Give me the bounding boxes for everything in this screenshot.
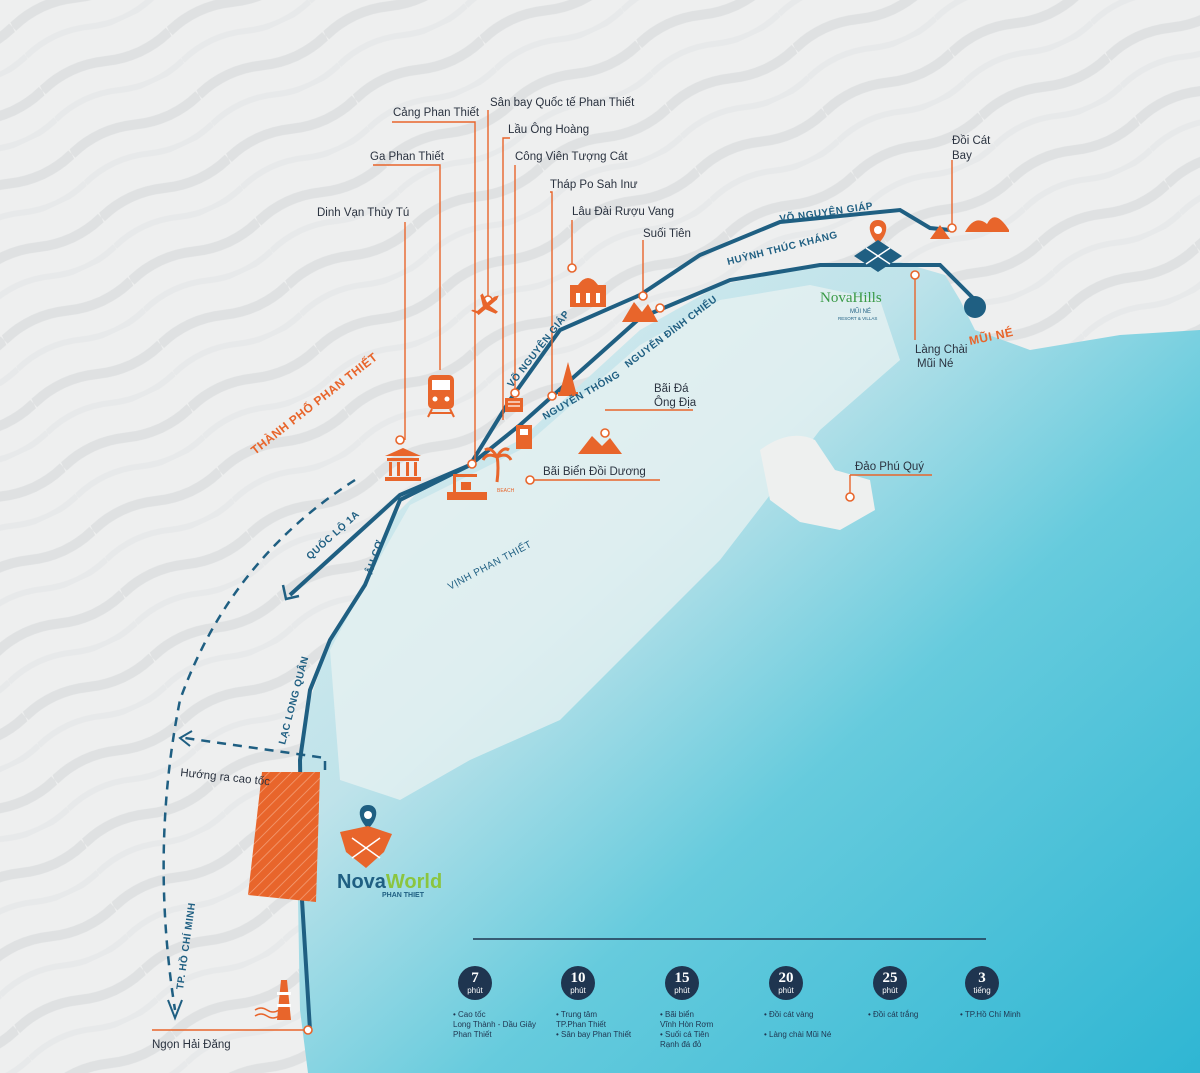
label-dinh-van-thuy-tu: Dinh Vạn Thủy Tú — [317, 207, 409, 219]
label-ngon-hai-dang: Ngọn Hải Đăng — [152, 1039, 231, 1051]
timeline-number: 25 — [883, 970, 898, 986]
novahills-logo[interactable]: NovaHills MŨI NÉ RESORT & VILLAS — [820, 220, 902, 321]
timeline-circle — [965, 966, 999, 1000]
mui-ne-dot[interactable] — [964, 296, 986, 318]
label-suoi-tien: Suối Tiên — [643, 228, 691, 240]
label-bai-da-1: Bãi Đá — [654, 383, 689, 395]
dao-phu-quy-island — [760, 435, 875, 530]
timeline-unit: phút — [570, 986, 586, 995]
label-doi-cat-bay-2: Bay — [952, 150, 972, 162]
timeline-item: TP.Phan Thiết — [556, 1020, 607, 1029]
timeline-circle — [769, 966, 803, 1000]
route-hcm-arrow — [167, 999, 183, 1021]
timeline-unit: tiếng — [973, 986, 990, 995]
label-ga-phan-thiet: Ga Phan Thiết — [370, 151, 445, 163]
novaworld-name-b: World — [386, 871, 442, 893]
temple-icon[interactable] — [385, 448, 421, 481]
road-coastal — [297, 263, 977, 1031]
label-lau-ong-hoang: Lầu Ông Hoàng — [508, 123, 589, 136]
timeline-number: 3 — [978, 970, 986, 986]
timeline-unit: phút — [882, 986, 898, 995]
timeline-number: 20 — [779, 970, 794, 986]
svg-text:NovaWorld: NovaWorld — [337, 871, 442, 893]
timeline-item: • Trung tâm — [556, 1010, 597, 1019]
label-thap-po-sah-inu: Tháp Po Sah Inư — [550, 179, 638, 191]
novahills-name: NovaHills — [820, 290, 882, 306]
timeline-item: • TP.Hồ Chí Minh — [960, 1010, 1021, 1019]
palm-beach-icon[interactable] — [481, 447, 513, 483]
timeline-item: • Đồi cát trắng — [868, 1010, 918, 1019]
park-icon[interactable] — [505, 398, 523, 412]
route-cao-toc-dashed — [184, 736, 327, 770]
timeline-number: 7 — [471, 970, 479, 986]
label-lang-chai-2: Mũi Né — [917, 358, 953, 370]
novaworld-logo[interactable]: NovaWorld PHAN THIET — [337, 805, 442, 899]
airplane-icon[interactable] — [467, 286, 506, 324]
timeline-item: Rạnh đá đỏ — [660, 1040, 702, 1049]
route-hcm-dashed — [162, 478, 356, 1011]
label-lang-chai-1: Làng Chài — [915, 344, 967, 356]
timeline-circle — [561, 966, 595, 1000]
lighthouse-icon[interactable] — [254, 980, 291, 1020]
timeline-item: • Cao tốc — [453, 1010, 486, 1019]
label-beach-tag: BEACH — [497, 488, 515, 494]
port-crane-icon[interactable] — [447, 474, 487, 500]
tower-icon[interactable] — [558, 362, 578, 396]
timeline-item: Phan Thiết — [453, 1030, 492, 1039]
label-lau-dai-ruou-vang: Lâu Đài Rượu Vang — [572, 206, 674, 218]
label-bai-bien-doi-duong: Bãi Biển Đồi Dương — [543, 466, 646, 478]
road-quoc-lo-1a-arrow — [281, 584, 300, 601]
timeline-item: Vĩnh Hòn Rơm — [660, 1020, 714, 1029]
timeline-circle — [458, 966, 492, 1000]
castle-icon[interactable] — [570, 278, 606, 307]
timeline-item: • Bãi biển — [660, 1010, 694, 1019]
timeline-unit: phút — [467, 986, 483, 995]
timeline-circle — [665, 966, 699, 1000]
sea-foam — [330, 285, 900, 800]
label-bai-da-2: Ông Địa — [654, 396, 697, 409]
label-cang-phan-thiet: Cảng Phan Thiết — [393, 107, 480, 119]
timeline-unit: phút — [674, 986, 690, 995]
leader-lines — [152, 110, 953, 1031]
timeline-item: • Làng chài Mũi Né — [764, 1030, 832, 1039]
novahills-sub1: MŨI NÉ — [850, 308, 871, 315]
tent-icon[interactable] — [930, 225, 950, 239]
train-icon[interactable] — [427, 375, 455, 418]
label-san-bay: Sân bay Quốc tế Phan Thiết — [490, 97, 635, 109]
road-vo-nguyen-giap — [468, 207, 951, 467]
novahills-sub2: RESORT & VILLAS — [838, 316, 877, 321]
timeline-unit: phút — [778, 986, 794, 995]
timeline-number: 10 — [571, 970, 586, 986]
novaworld-name-a: Nova — [337, 871, 387, 893]
rock-icon[interactable] — [578, 436, 622, 454]
novaworld-land[interactable] — [248, 772, 320, 902]
timeline-item: • Đồi cát vàng — [764, 1010, 814, 1019]
label-doi-cat-bay-1: Đồi Cát — [952, 135, 991, 147]
label-cong-vien: Công Viên Tượng Cát — [515, 151, 628, 163]
timeline-item: Long Thành - Dầu Giây — [453, 1020, 536, 1029]
label-dao-phu-quy: Đảo Phú Quý — [855, 461, 924, 473]
route-cao-toc-arrow — [178, 730, 193, 747]
novaworld-sub: PHAN THIET — [382, 892, 425, 899]
timeline-item: • Suối cá Tiên — [660, 1030, 709, 1039]
stream-icon[interactable] — [622, 302, 658, 322]
timeline-item: • Sân bay Phan Thiết — [556, 1030, 632, 1039]
timeline-circle — [873, 966, 907, 1000]
timeline-number: 15 — [675, 970, 690, 986]
dune-icon[interactable] — [965, 217, 1009, 232]
shop-icon[interactable] — [516, 425, 532, 449]
